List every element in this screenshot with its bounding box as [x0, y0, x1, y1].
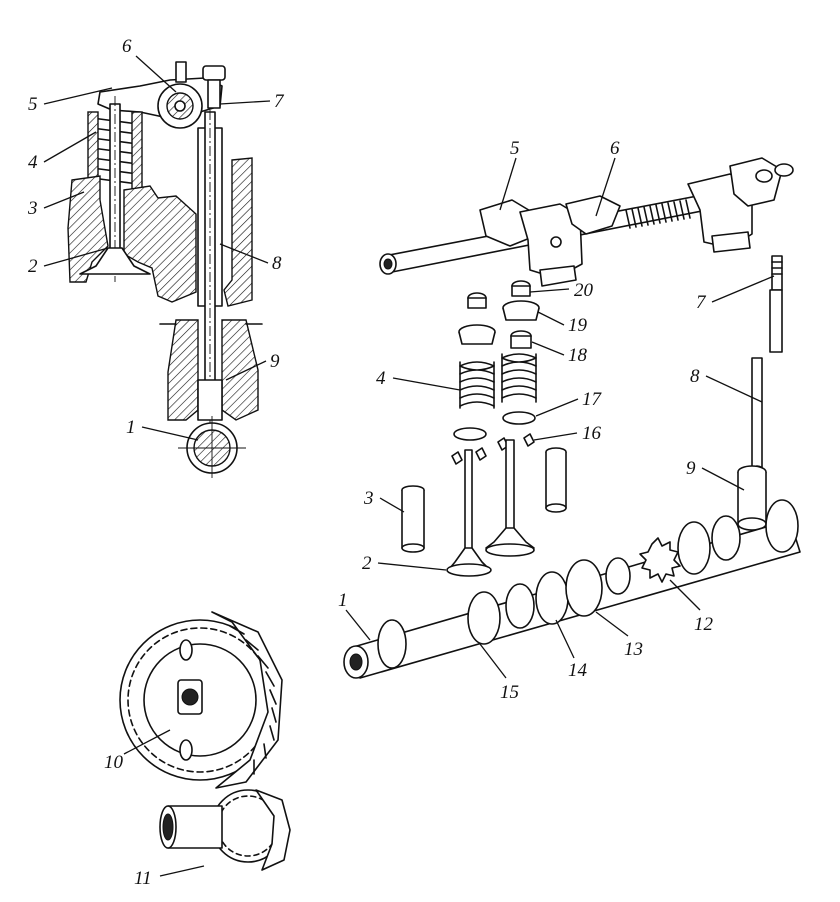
valve-keepers [451, 433, 535, 465]
drive-gear-12 [639, 537, 681, 583]
section-adjust-nut [202, 65, 226, 81]
rocker-nut [774, 163, 794, 177]
callout-exploded-4: 4 [376, 368, 386, 389]
callout-section-7: 7 [274, 91, 285, 112]
callout-exploded-20: 20 [574, 280, 594, 301]
callout-section-5: 5 [28, 94, 38, 115]
callout-section-6: 6 [122, 36, 132, 57]
pushrod-assembly [750, 255, 783, 475]
valve-guides [401, 447, 567, 553]
callout-exploded-16: 16 [582, 423, 602, 444]
callout-exploded-5: 5 [510, 138, 520, 159]
camshaft-journal-rear [765, 499, 799, 553]
valve-retainer-parts [458, 280, 540, 349]
callout-section-2: 2 [28, 256, 38, 277]
callout-exploded-7: 7 [696, 292, 707, 313]
callout-section-9: 9 [270, 351, 280, 372]
callout-exploded-3: 3 [363, 488, 374, 509]
callout-exploded-13: 13 [624, 639, 643, 660]
section-valve-head [79, 247, 151, 275]
callout-exploded-15: 15 [500, 682, 519, 703]
callout-section-4: 4 [28, 152, 38, 173]
timing-gears [119, 611, 291, 871]
leader-lines [43, 55, 775, 877]
callout-exploded-1: 1 [338, 590, 348, 611]
section-tappet [197, 379, 223, 421]
callout-gear-10: 10 [104, 752, 124, 773]
callout-section-3: 3 [27, 198, 38, 219]
camshaft-journal-front [377, 619, 407, 669]
rocker-arm-mid [565, 195, 621, 235]
callout-exploded-2: 2 [362, 553, 372, 574]
callout-exploded-17: 17 [582, 389, 603, 410]
callout-exploded-6: 6 [610, 138, 620, 159]
callout-exploded-19: 19 [568, 315, 588, 336]
section-cylinder-head [67, 175, 109, 283]
rocker-shaft-spring [625, 199, 691, 229]
rocker-arm-right [729, 157, 783, 207]
cam-lobe-14 [535, 571, 569, 625]
camshaft [343, 499, 801, 679]
callout-section-8: 8 [272, 253, 282, 274]
cam-lobe-13 [565, 559, 603, 617]
spring-washer-left [453, 427, 487, 441]
tappet [737, 465, 767, 531]
callout-exploded-18: 18 [568, 345, 588, 366]
callout-exploded-12: 12 [694, 614, 714, 635]
callout-exploded-8: 8 [690, 366, 700, 387]
valves [446, 439, 535, 577]
callout-exploded-14: 14 [568, 660, 588, 681]
cam-lobe-15 [467, 591, 501, 645]
exploded-view [343, 157, 801, 679]
callout-section-1: 1 [126, 417, 136, 438]
sectional-view [67, 61, 263, 478]
valve-springs [459, 353, 537, 409]
callout-labels: 6 5 7 4 3 2 8 9 1 5 6 20 7 19 18 8 4 17 … [27, 36, 714, 889]
section-tappet-housing [167, 319, 199, 421]
callout-exploded-9: 9 [686, 458, 696, 479]
spring-washer-right [502, 411, 536, 425]
callout-gear-11: 11 [134, 868, 152, 889]
